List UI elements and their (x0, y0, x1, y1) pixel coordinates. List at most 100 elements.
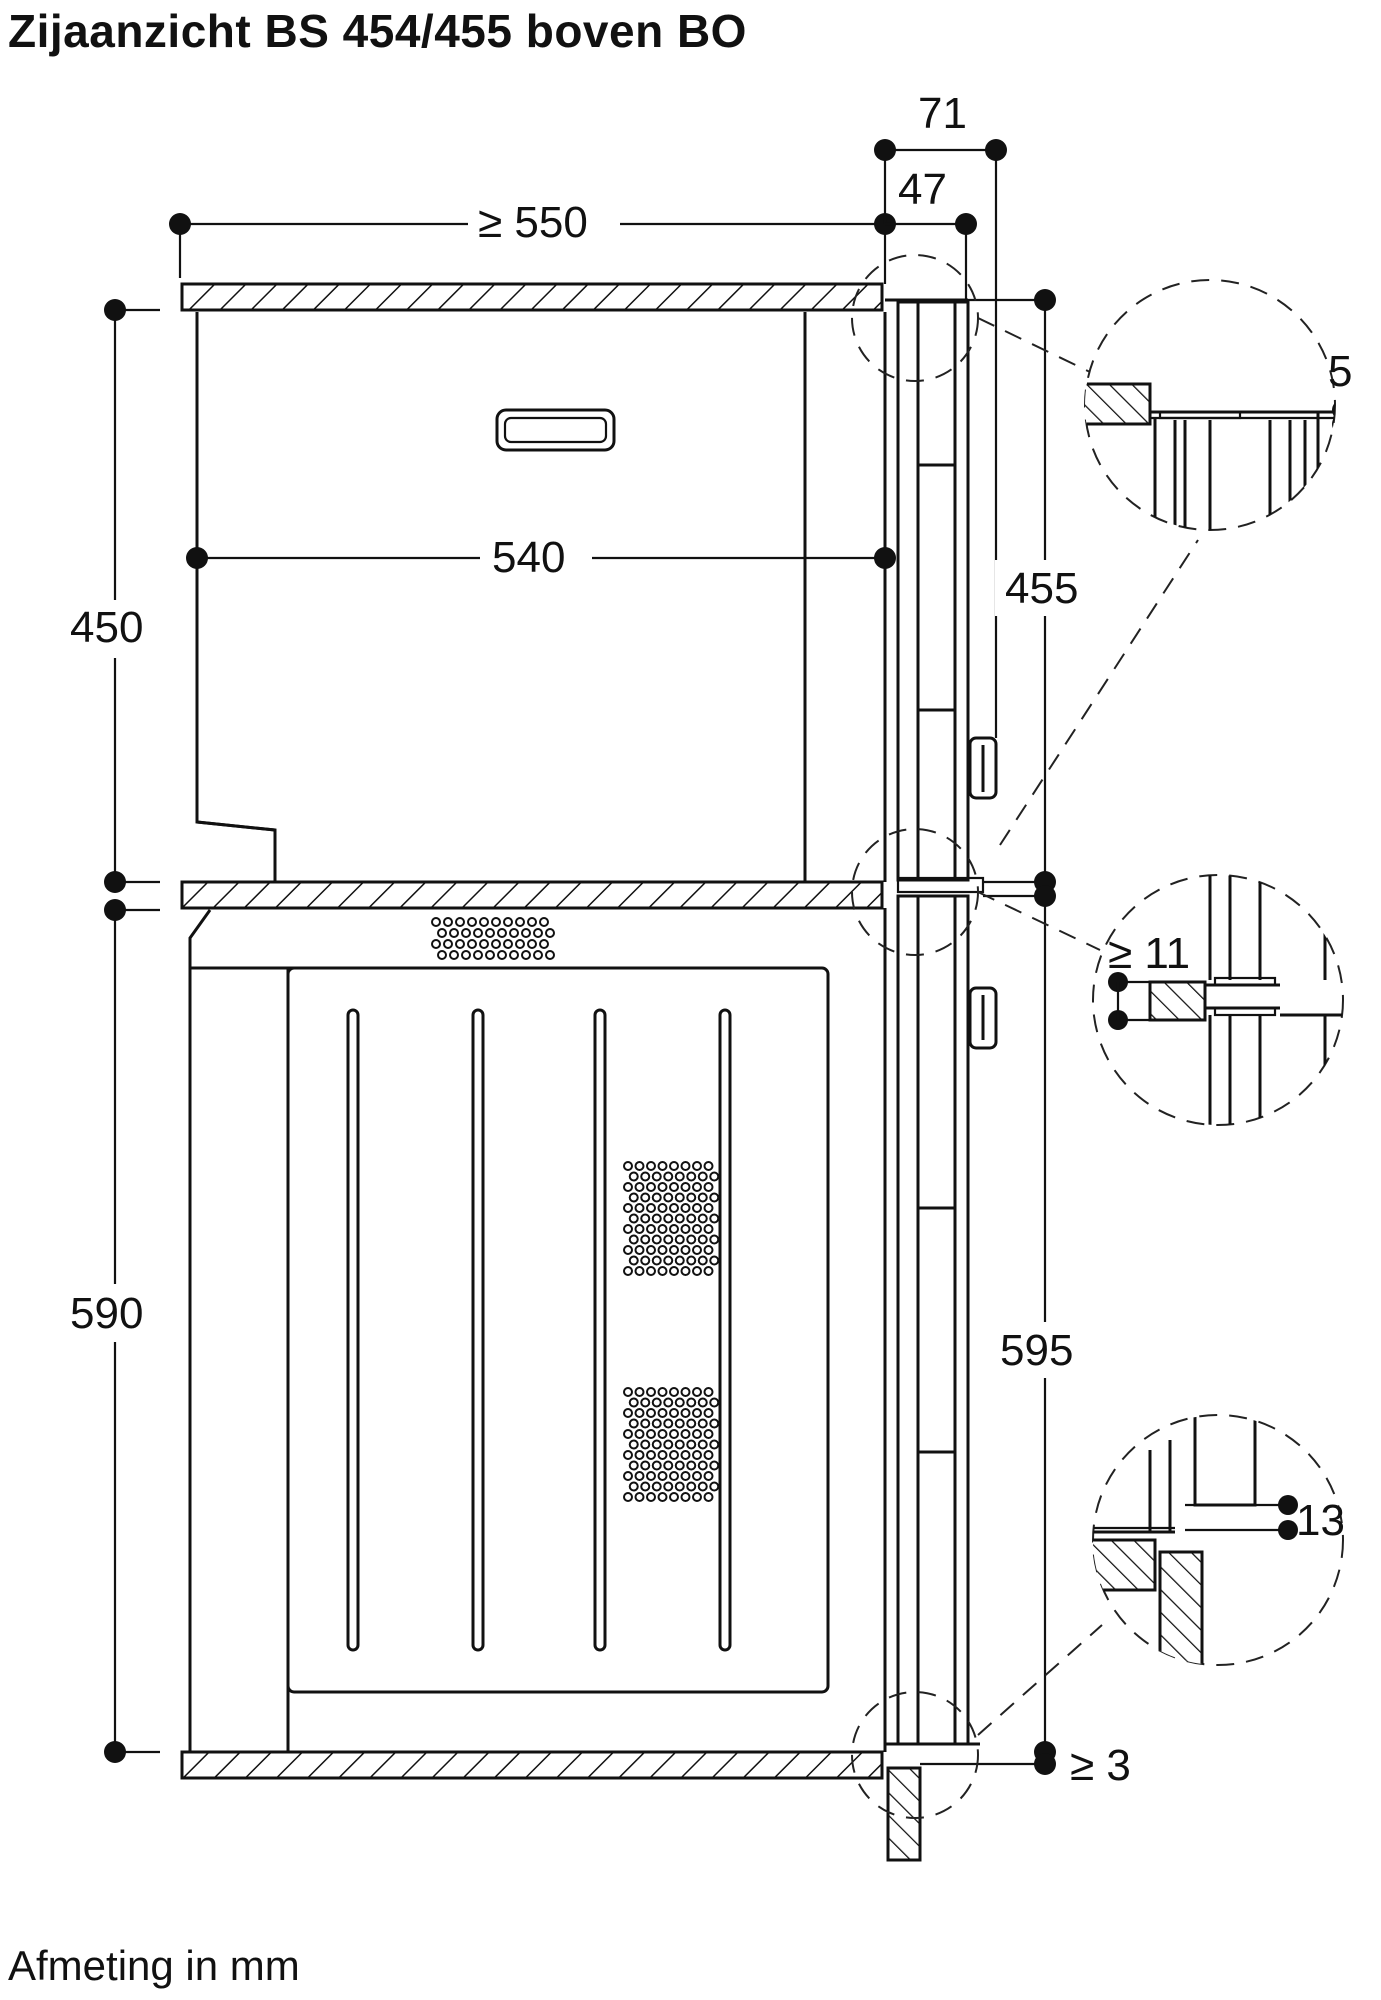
vent-hole (697, 1255, 708, 1266)
vent-hole (479, 917, 489, 927)
vent-hole (473, 950, 483, 960)
vent-hole (674, 1439, 685, 1450)
vent-hole (692, 1245, 702, 1255)
fan-vent-lower (623, 1387, 720, 1502)
vent-hole (669, 1224, 679, 1234)
vent-hole (640, 1234, 651, 1245)
vent-hole (491, 939, 501, 949)
vent-hole (686, 1234, 697, 1245)
vent-hole (657, 1266, 668, 1276)
dim-depth-cabinet: ≥ 550 (478, 198, 588, 247)
vent-hole (515, 917, 525, 927)
vent-hole (669, 1450, 679, 1460)
vent-hole (674, 1192, 685, 1203)
top-vent (431, 917, 555, 960)
vent-hole (437, 928, 447, 938)
vent-hole (515, 939, 525, 949)
vent-hole (628, 1234, 639, 1245)
side-view-diagram: ≥ 550 540 450 590 455 595 71 47 5 ≥ 11 1… (70, 89, 1353, 1862)
vent-hole (623, 1182, 633, 1192)
vent-hole (628, 1171, 639, 1182)
dim-bottom-gap: ≥ 3 (1070, 1741, 1131, 1790)
vent-hole (703, 1492, 714, 1502)
vent-hole (651, 1397, 662, 1408)
vent-hole (634, 1471, 645, 1481)
vent-hole (657, 1224, 668, 1234)
vent-hole (640, 1439, 651, 1450)
vent-hole (473, 928, 483, 938)
vent-hole (692, 1203, 702, 1213)
upper-appliance (195, 312, 887, 882)
vent-hole (680, 1429, 691, 1439)
vent-hole (663, 1255, 674, 1266)
middle-shelf (180, 880, 884, 910)
vent-hole (709, 1171, 720, 1182)
vent-hole (703, 1182, 714, 1192)
vent-hole (669, 1203, 679, 1213)
vent-hole (663, 1481, 674, 1492)
vent-hole (539, 917, 549, 927)
vent-hole (680, 1182, 691, 1192)
vent-hole (545, 950, 555, 960)
vent-hole (651, 1192, 662, 1203)
vent-hole (634, 1492, 645, 1502)
bottom-shelf (180, 1750, 884, 1780)
vent-hole (640, 1213, 651, 1224)
detail-middle (1092, 874, 1344, 1126)
vent-hole (674, 1481, 685, 1492)
vent-hole (709, 1397, 720, 1408)
dim-door-lower: 595 (1000, 1326, 1073, 1375)
vent-hole (686, 1192, 697, 1203)
vent-hole (669, 1492, 679, 1502)
vent-hole (686, 1418, 697, 1429)
dim-front-total: 71 (918, 89, 967, 138)
dim-door-upper: 455 (1005, 564, 1078, 613)
vent-hole (709, 1255, 720, 1266)
vent-hole (709, 1418, 720, 1429)
vent-hole (686, 1171, 697, 1182)
vent-hole (651, 1213, 662, 1224)
vent-hole (503, 939, 513, 949)
vent-hole (663, 1439, 674, 1450)
vent-hole (674, 1171, 685, 1182)
vent-hole (657, 1471, 668, 1481)
vent-hole (646, 1203, 656, 1213)
vent-hole (651, 1171, 662, 1182)
vent-hole (467, 939, 477, 949)
vent-hole (657, 1182, 668, 1192)
vent-hole (443, 917, 453, 927)
dim-height-upper: 450 (70, 603, 143, 652)
vent-hole (640, 1481, 651, 1492)
vent-hole (455, 917, 465, 927)
vent-hole (646, 1224, 656, 1234)
vent-hole (686, 1397, 697, 1408)
vent-hole (657, 1203, 668, 1213)
vent-hole (674, 1234, 685, 1245)
vent-hole (680, 1224, 691, 1234)
vent-hole (623, 1203, 633, 1213)
vent-hole (628, 1213, 639, 1224)
vent-hole (628, 1397, 639, 1408)
vent-hole (663, 1192, 674, 1203)
vent-hole (628, 1481, 639, 1492)
vent-hole (623, 1450, 633, 1460)
vent-hole (686, 1255, 697, 1266)
vent-hole (640, 1397, 651, 1408)
vent-hole (533, 928, 543, 938)
vent-hole (509, 928, 519, 938)
vent-hole (628, 1192, 639, 1203)
vent-hole (521, 950, 531, 960)
vent-hole (623, 1492, 633, 1502)
vent-hole (646, 1182, 656, 1192)
vent-hole (485, 950, 495, 960)
vent-hole (680, 1387, 691, 1397)
dim-detail-top-gap: 5 (1328, 347, 1352, 396)
vent-hole (634, 1203, 645, 1213)
vent-hole (651, 1234, 662, 1245)
vent-hole (703, 1266, 714, 1276)
vent-hole (479, 939, 489, 949)
vent-hole (674, 1397, 685, 1408)
vent-hole (527, 939, 537, 949)
vent-hole (669, 1182, 679, 1192)
vent-hole (539, 939, 549, 949)
